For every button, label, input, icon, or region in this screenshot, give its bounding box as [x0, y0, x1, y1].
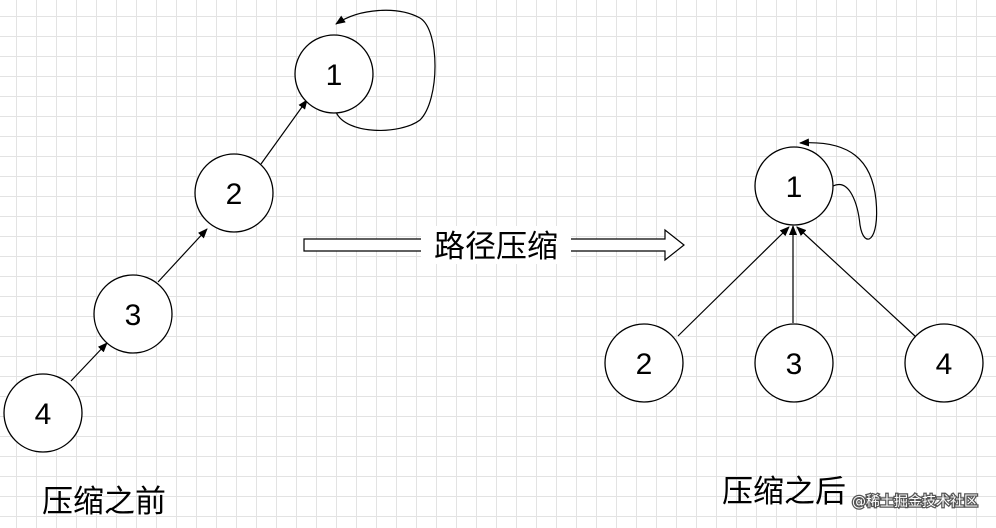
before-tree: 1 2 3 4 压缩之前 [3, 9, 436, 520]
arrow-label-backdrop [421, 226, 571, 264]
node-label: 4 [35, 398, 52, 431]
node-label: 2 [636, 348, 653, 381]
after-tree: 1 2 3 4 压缩之后 [604, 138, 984, 510]
after-caption: 压缩之后 [722, 474, 846, 510]
edge-2-to-root [677, 226, 790, 337]
before-caption: 压缩之前 [42, 484, 166, 520]
node-label: 2 [226, 178, 243, 211]
edge-3-to-2 [157, 228, 208, 283]
edge-4-to-root [796, 226, 917, 338]
edge-2-to-1 [260, 99, 308, 165]
node-before-4: 4 [3, 373, 83, 453]
node-before-3: 3 [93, 274, 173, 354]
transform-label: 路径压缩 [434, 229, 558, 265]
node-label: 4 [936, 348, 953, 381]
self-loop-after [799, 138, 878, 240]
node-after-2: 2 [604, 323, 684, 403]
node-before-2: 2 [194, 153, 274, 233]
watermark: @稀土掘金技术社区 [851, 493, 980, 512]
transform-arrow: 路径压缩 [303, 226, 685, 265]
node-label: 1 [786, 171, 803, 204]
node-label: 3 [125, 299, 142, 332]
watermark-text: @稀土掘金技术社区 [852, 494, 978, 510]
node-before-1: 1 [294, 34, 374, 114]
edge-4-to-3 [70, 342, 108, 382]
node-after-3: 3 [754, 323, 834, 403]
node-after-root: 1 [754, 146, 834, 226]
self-loop-before [335, 9, 436, 132]
node-label: 1 [326, 59, 343, 92]
node-after-4: 4 [904, 323, 984, 403]
node-label: 3 [786, 348, 803, 381]
